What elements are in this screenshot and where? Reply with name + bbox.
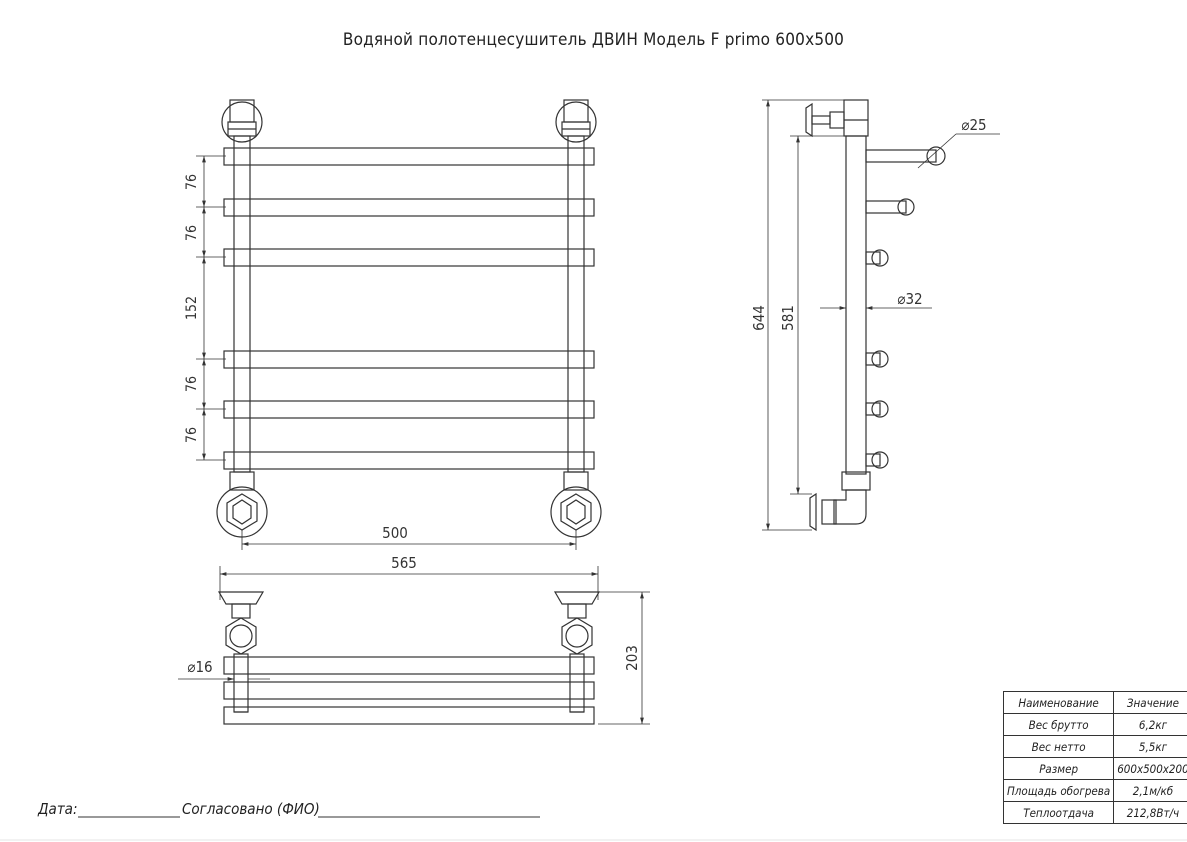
table-row: Размер 600x500x200 xyxy=(1002,757,1187,780)
dim-depth: 203 xyxy=(623,645,641,671)
spec-cell-value: 600x500x200 xyxy=(1113,757,1187,780)
spec-cell-value: 2,1м/кб xyxy=(1113,779,1187,802)
top-view-rails xyxy=(223,656,595,725)
left-dimension-chain xyxy=(196,155,226,461)
table-row: Вес нетто 5,5кг xyxy=(1002,735,1187,758)
dim-rail-diameter: ⌀25 xyxy=(961,116,986,134)
table-row: Вес брутто 6,2кг xyxy=(1002,713,1187,736)
spec-table: Наименование Значение Вес брутто 6,2кг В… xyxy=(1002,691,1187,824)
side-vertical-pipe xyxy=(845,135,867,475)
left-vertical-pipe xyxy=(233,135,251,473)
spec-cell-name: Теплоотдача xyxy=(1002,801,1115,824)
dim-left-5: 76 xyxy=(184,427,200,443)
spec-cell-name: Размер xyxy=(1002,757,1115,780)
top-right-valve xyxy=(555,99,597,143)
bottom-right-valve xyxy=(550,471,602,538)
date-label: Дата: xyxy=(38,800,78,818)
spec-cell-value: 5,5кг xyxy=(1113,735,1187,758)
spec-cell-name: Вес нетто xyxy=(1002,735,1115,758)
dim-inner-width: 500 xyxy=(382,524,408,542)
spec-cell-name: Вес брутто xyxy=(1002,713,1115,736)
spec-cell-value: 212,8Вт/ч xyxy=(1113,801,1187,824)
spec-cell-value: 6,2кг xyxy=(1113,713,1187,736)
dim-left-2: 76 xyxy=(184,225,200,241)
spec-header-name: Наименование xyxy=(1002,691,1115,714)
spec-header-value: Значение xyxy=(1113,691,1187,714)
side-top-connector xyxy=(805,99,869,138)
dim-fitting-diameter: ⌀16 xyxy=(187,658,212,676)
top-view-left-fitting xyxy=(217,591,265,713)
approved-label: Согласовано (ФИО) xyxy=(182,800,320,818)
dim-total-height: 644 xyxy=(750,305,768,331)
dim-left-3: 152 xyxy=(184,296,200,320)
front-view: 76 76 152 76 76 500 xyxy=(184,99,602,550)
side-view: 644 581 ⌀25 ⌀32 xyxy=(750,99,1000,532)
crossbars xyxy=(223,147,595,470)
side-rails xyxy=(865,146,946,469)
drawing-title: Водяной полотенцесушитель ДВИН Модель F … xyxy=(342,30,845,50)
spec-cell-name: Площадь обогрева xyxy=(1002,779,1115,802)
top-view-right-fitting xyxy=(553,591,601,713)
bottom-left-valve xyxy=(216,471,268,538)
right-vertical-pipe xyxy=(567,135,585,473)
dim-outer-width: 565 xyxy=(391,554,417,572)
table-row: Площадь обогрева 2,1м/кб xyxy=(1002,779,1187,802)
dim-left-4: 76 xyxy=(184,376,200,392)
spec-table-header: Наименование Значение xyxy=(1002,691,1187,714)
dim-left-1: 76 xyxy=(184,174,200,190)
dim-pipe-diameter: ⌀32 xyxy=(897,290,922,308)
table-row: Теплоотдача 212,8Вт/ч xyxy=(1002,801,1187,824)
side-bottom-connector xyxy=(809,471,871,532)
dim-pipe-height: 581 xyxy=(779,305,797,331)
top-view: 565 ⌀16 xyxy=(178,554,650,725)
